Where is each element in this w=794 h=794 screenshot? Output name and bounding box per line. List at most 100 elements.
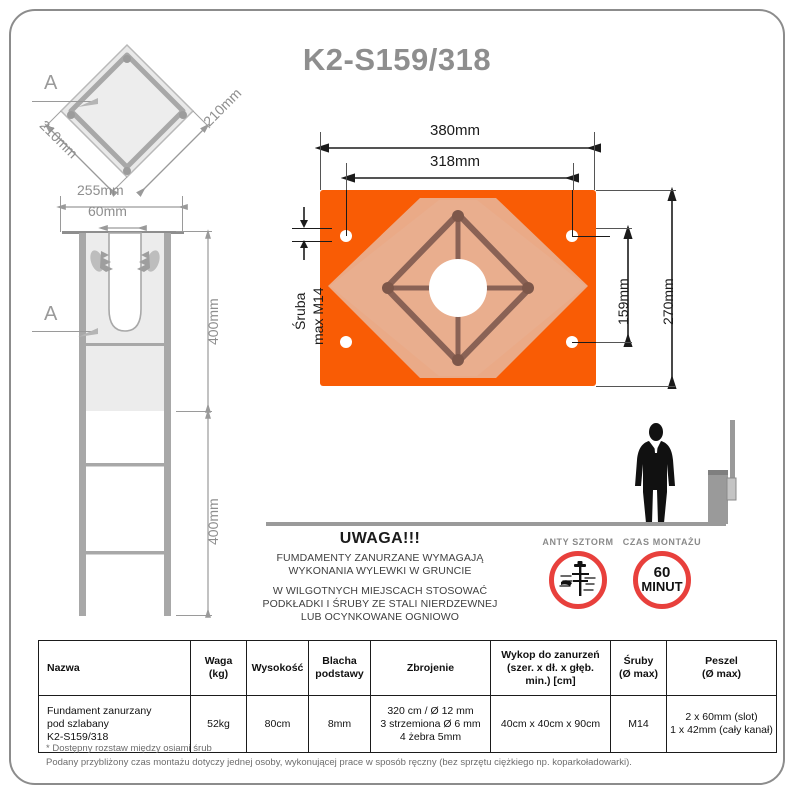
ext-line-left xyxy=(60,196,61,232)
center-hole xyxy=(429,259,487,317)
th-nazwa-l1: Nazwa xyxy=(47,661,80,674)
section-marker-a-top-line xyxy=(32,101,94,103)
th-wykop: Wykop do zanurzeń (szer. x dł. x głęb. m… xyxy=(490,640,611,696)
dim-arrow-318 xyxy=(340,173,580,183)
bolt-dim-line-upper xyxy=(292,228,332,230)
bollard-silhouette xyxy=(708,420,737,524)
th-sruby: Śruby (Ø max) xyxy=(610,640,667,696)
th-wysokosc-l1: Wysokość xyxy=(251,661,304,674)
section-marker-a-side-line xyxy=(32,331,94,333)
badge-anty-sztorm-label: ANTY SZTORM xyxy=(542,537,614,547)
footnotes: * Dostępny rozstaw między osiami śrub Po… xyxy=(46,742,632,770)
td-peszel: 2 x 60mm (slot) 1 x 42mm (cały kanał) xyxy=(666,695,777,753)
leader-bolt-topright xyxy=(572,190,573,236)
warning-b2-l1: W WILGOTNYCH MIEJSCACH STOSOWAĆ xyxy=(272,585,488,597)
th-sruby-l1: Śruby xyxy=(623,655,654,667)
specs-table: Nazwa Waga (kg) Wysokość Blacha podstawy… xyxy=(38,640,777,753)
td-nazwa-l1: Fundament zanurzany xyxy=(47,704,152,717)
td-zbrojenie-l1: 320 cm / Ø 12 mm xyxy=(387,704,474,717)
td-peszel-l2: 1 x 42mm (cały kanał) xyxy=(670,724,773,736)
diamond-body xyxy=(59,43,195,179)
dim-arrow-400-upper xyxy=(205,229,211,413)
ext-159-bottom xyxy=(596,342,632,343)
th-wysokosc: Wysokość xyxy=(246,640,309,696)
td-nazwa: Fundament zanurzany pod szlabany K2-S159… xyxy=(38,695,191,753)
th-sruby-l2: (Ø max) xyxy=(618,668,659,680)
th-zbrojenie-l1: Zbrojenie xyxy=(406,661,455,674)
warning-b1-l2: WYKONANIA WYLEWKI W GRUNCIE xyxy=(288,565,472,577)
person-and-bollard xyxy=(635,420,737,524)
th-zbrojenie: Zbrojenie xyxy=(370,640,491,696)
th-waga: Waga (kg) xyxy=(190,640,247,696)
dim-arrow-380 xyxy=(314,143,602,153)
ext-400-upper-top xyxy=(176,231,212,232)
th-wykop-l3: min.) [cm] xyxy=(525,674,576,687)
ext-400-lower-bottom xyxy=(176,615,212,616)
warning-block: UWAGA!!! FUMDAMENTY ZANURZANE WYMAGAJĄ W… xyxy=(255,530,505,624)
th-nazwa: Nazwa xyxy=(38,640,191,696)
td-zbrojenie: 320 cm / Ø 12 mm 3 strzemiona Ø 6 mm 4 ż… xyxy=(370,695,491,753)
page-title: K2-S159/318 xyxy=(302,42,492,77)
th-peszel: Peszel (Ø max) xyxy=(666,640,777,696)
baseplate-graphic xyxy=(320,190,596,386)
dim-arrow-60 xyxy=(98,225,147,231)
leader-bolt-rightlow-h xyxy=(572,342,610,343)
warning-title: UWAGA!!! xyxy=(339,530,421,547)
td-peszel-l1: 2 x 60mm (slot) xyxy=(685,711,758,723)
bolt-label-line1: Śruba xyxy=(292,292,308,330)
td-nazwa-l2: pod szlabany xyxy=(47,717,109,730)
bolt-label-line2: max M14 xyxy=(310,287,326,345)
ext-270-top xyxy=(596,190,676,191)
th-peszel-l2: (Ø max) xyxy=(701,668,742,680)
section-marker-a-top: A xyxy=(44,72,58,94)
badge-czas-montazu-circle: 60 MINUT xyxy=(633,551,691,609)
badge-anty-sztorm: ANTY SZTORM xyxy=(538,537,618,609)
footnote-2: Podany przybliżony czas montażu dotyczy … xyxy=(46,757,632,768)
table-row: Fundament zanurzany pod szlabany K2-S159… xyxy=(38,695,777,753)
section-arrow-side xyxy=(78,328,98,337)
th-wykop-l2: (szer. x dł. x głęb. xyxy=(507,661,594,674)
leader-bolt-right-h xyxy=(572,236,610,237)
badge-czas-montazu-label: CZAS MONTAŻU xyxy=(622,537,702,547)
dim-arrow-159 xyxy=(623,224,633,348)
badge-czas-unit: MINUT xyxy=(641,579,683,594)
td-blacha: 8mm xyxy=(308,695,371,753)
th-peszel-l1: Peszel xyxy=(705,655,738,667)
badge-czas-value: 60 xyxy=(653,564,671,581)
footnote-1: * Dostępny rozstaw między osiami śrub xyxy=(46,743,212,754)
ext-380-left xyxy=(320,132,322,190)
badge-anty-sztorm-circle xyxy=(549,551,607,609)
th-blacha-l2: podstawy xyxy=(315,668,364,680)
dim-arrow-400-lower xyxy=(205,409,211,618)
warning-b1-l1: FUMDAMENTY ZANURZANE WYMAGAJĄ xyxy=(276,552,484,564)
th-wykop-l1: Wykop do zanurzeń xyxy=(501,648,600,661)
ext-270-bottom xyxy=(596,386,676,387)
td-wysokosc: 80cm xyxy=(246,695,309,753)
person-silhouette xyxy=(635,423,675,523)
storm-pole-icon xyxy=(559,561,596,596)
rebar-cage xyxy=(79,411,171,616)
bolt-dim-arrows xyxy=(300,207,308,260)
baseplate-dim-318: 318mm xyxy=(430,153,481,170)
dim-arrow-270 xyxy=(667,186,677,390)
warning-b2-l3: LUB OCYNKOWANE OGNIOWO xyxy=(300,611,460,623)
ext-400-upper-bottom xyxy=(176,411,212,412)
badge-czas-montazu: CZAS MONTAŻU 60 MINUT xyxy=(620,537,704,609)
foundation-body xyxy=(79,232,171,411)
rebar-dots xyxy=(67,55,187,175)
section-marker-a-side: A xyxy=(44,303,58,325)
td-zbrojenie-l2: 3 strzemiona Ø 6 mm xyxy=(380,717,481,730)
td-wykop: 40cm x 40cm x 90cm xyxy=(490,695,611,753)
th-blacha: Blacha podstawy xyxy=(308,640,371,696)
elevation-dim-255: 255mm xyxy=(77,182,124,198)
th-blacha-l1: Blacha xyxy=(322,655,357,667)
table-header-row: Nazwa Waga (kg) Wysokość Blacha podstawy… xyxy=(38,640,777,696)
leader-bolt-topleft xyxy=(346,190,347,236)
th-waga-l2: (kg) xyxy=(208,668,229,680)
ext-line-right xyxy=(182,196,183,232)
dimension-arrows xyxy=(44,123,210,197)
ext-380-right xyxy=(594,132,596,190)
dim-arrow-255 xyxy=(56,204,188,210)
td-waga: 52kg xyxy=(190,695,247,753)
td-nazwa-l3: K2-S159/318 xyxy=(47,730,109,743)
